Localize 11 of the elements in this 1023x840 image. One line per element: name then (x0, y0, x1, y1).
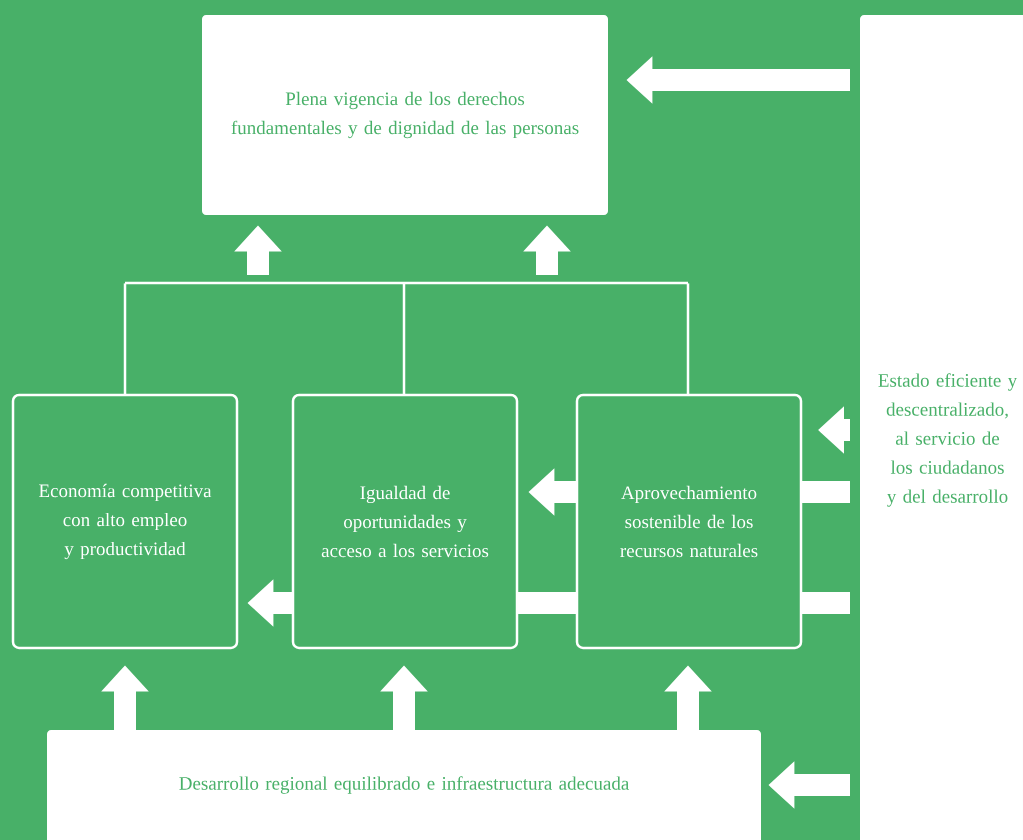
connector-line (686, 283, 690, 395)
statement-box: Plena vigencia de los derechos fundamentales y de dignidad de las personas (202, 15, 608, 215)
side-panel: Estado eficiente y descentralizado, al servicio de los ciudadanos y del desarrollo (860, 15, 1023, 840)
pillar-box: Economía competitiva con alto empleo y productividad (11, 393, 239, 650)
connector-bar (801, 592, 850, 614)
pillar-box: Aprovechamiento sostenible de los recursos naturales (575, 393, 803, 650)
connector-line (402, 283, 406, 395)
pillar-box: Igualdad de oportunidades y acceso a los servicios (291, 393, 519, 650)
connector-line (123, 283, 127, 395)
connector-bar (517, 592, 577, 614)
statement-box: Desarrollo regional equilibrado e infraestructura adecuada (47, 730, 761, 840)
